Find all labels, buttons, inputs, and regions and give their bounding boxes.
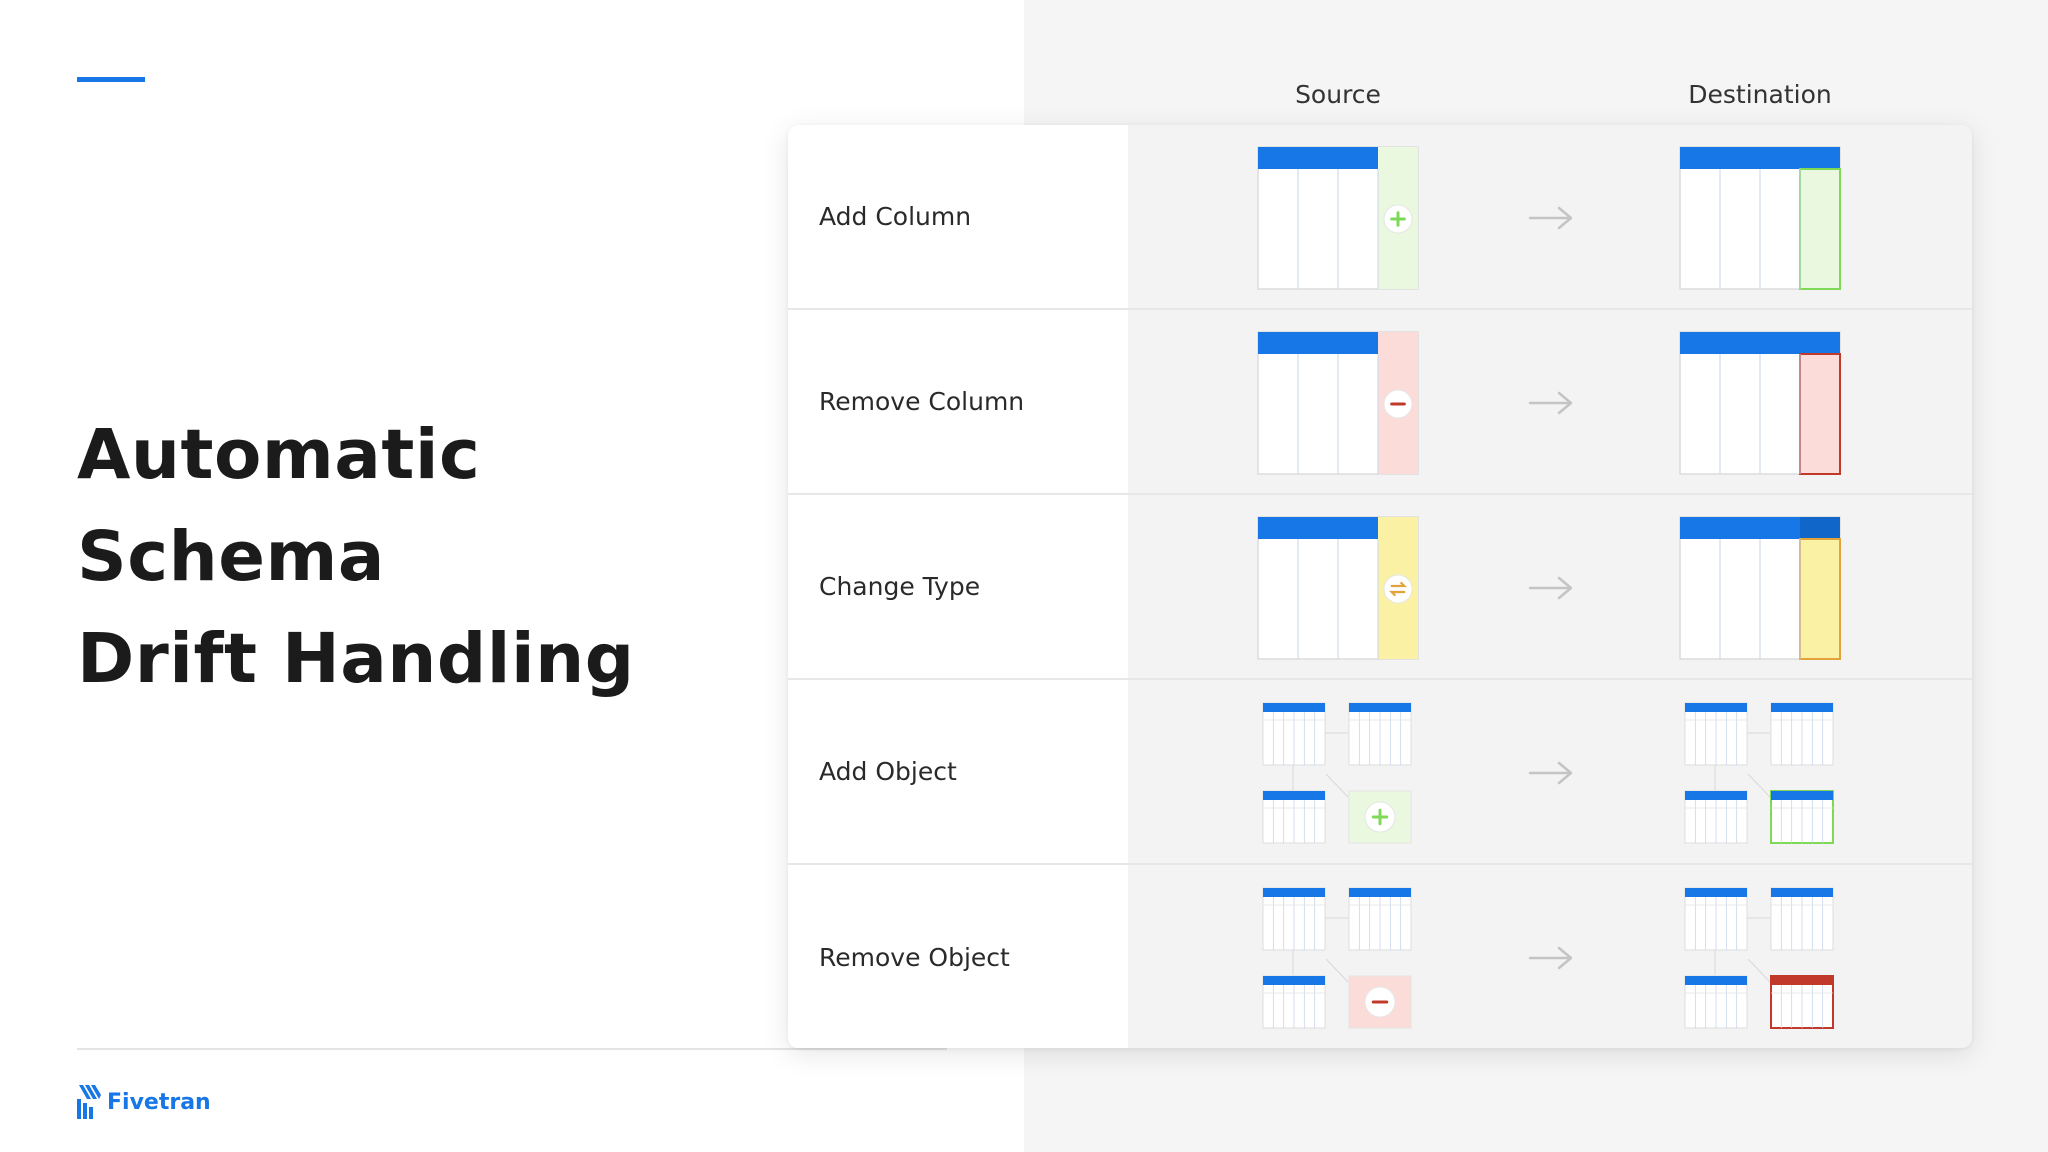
source-table-icon (1257, 331, 1419, 475)
row-label: Change Type (788, 495, 1128, 678)
minus-icon (1364, 986, 1396, 1018)
destination-table-icon (1679, 146, 1841, 290)
plus-icon (1383, 204, 1413, 234)
source-table-icon (1257, 146, 1419, 290)
right-arrow-icon (1528, 761, 1573, 785)
row-label: Remove Column (788, 310, 1128, 493)
destination-table-icon (1679, 331, 1841, 475)
table-row: Add Object (788, 680, 1972, 865)
destination-column-header: Destination (1688, 80, 1832, 109)
footer-divider (77, 1048, 947, 1050)
destination-table-icon (1679, 516, 1841, 660)
right-arrow-icon (1528, 206, 1573, 230)
row-label: Add Column (788, 125, 1128, 308)
title-line-3: Drift Handling (77, 619, 635, 699)
minus-icon (1383, 389, 1413, 419)
source-objects-icon (1262, 887, 1412, 1029)
right-arrow-icon (1528, 946, 1573, 970)
title-line-2: Schema (77, 517, 385, 597)
destination-objects-icon (1684, 702, 1834, 844)
right-arrow-icon (1528, 391, 1573, 415)
fivetran-logo: Fivetran (77, 1082, 211, 1122)
table-row: Remove Object (788, 865, 1972, 1048)
source-column-header: Source (1295, 80, 1381, 109)
source-table-icon (1257, 516, 1419, 660)
swap-icon (1383, 574, 1413, 604)
title-line-1: Automatic (77, 415, 481, 495)
source-objects-icon (1262, 702, 1412, 844)
row-label: Remove Object (788, 865, 1128, 1048)
plus-icon (1364, 801, 1396, 833)
right-arrow-icon (1528, 576, 1573, 600)
fivetran-logo-icon (77, 1085, 101, 1119)
table-row: Remove Column (788, 310, 1972, 495)
brand-name: Fivetran (107, 1089, 211, 1115)
slide-title: Automatic Schema Drift Handling (77, 404, 717, 710)
accent-bar (77, 77, 145, 82)
table-row: Change Type (788, 495, 1972, 680)
row-label: Add Object (788, 680, 1128, 863)
table-row: Add Column (788, 125, 1972, 310)
destination-objects-icon (1684, 887, 1834, 1029)
